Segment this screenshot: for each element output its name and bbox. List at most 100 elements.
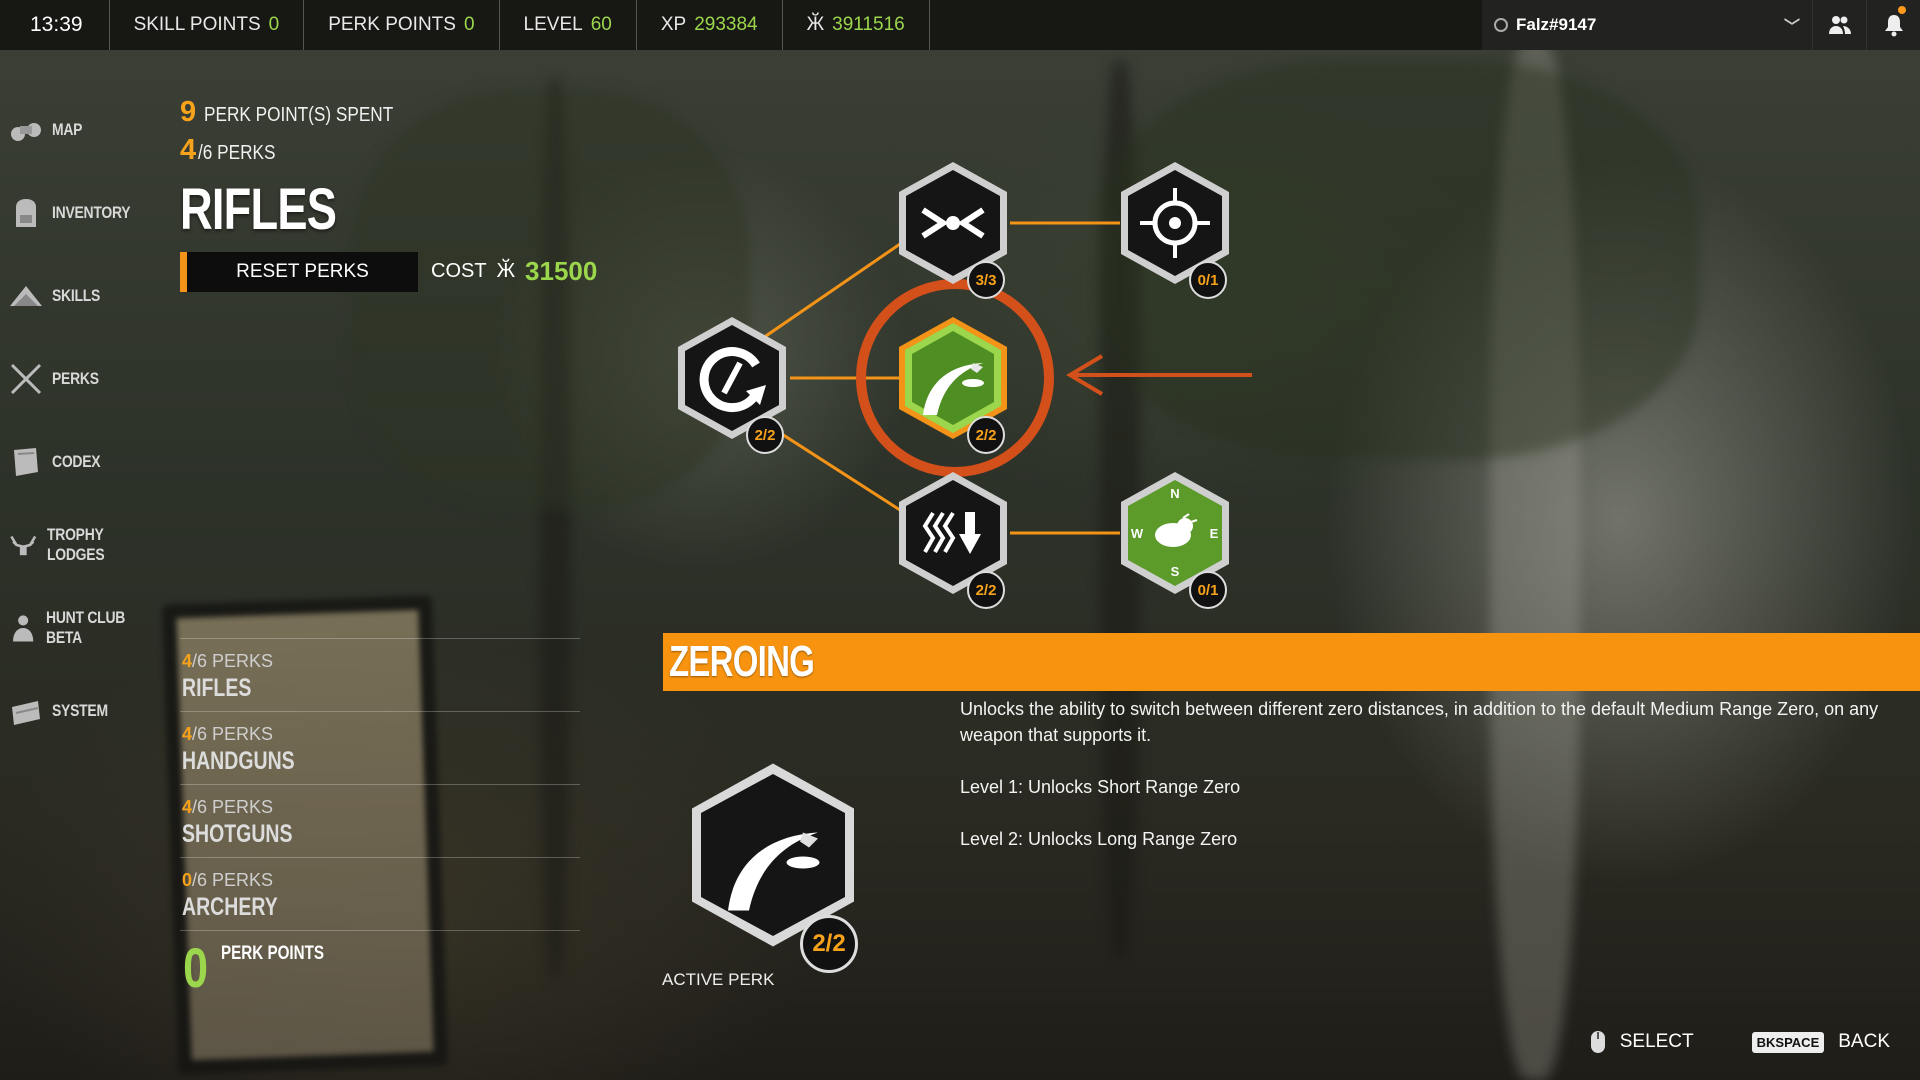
- category-perk-count: 0/6 PERKS: [182, 870, 274, 890]
- chevron-down-icon: ﹀: [1783, 19, 1800, 36]
- sidebar-item-codex[interactable]: CODEX: [8, 420, 168, 503]
- user-dropdown[interactable]: Falz#9147 ﹀: [1482, 0, 1812, 50]
- sidebar-item-skills[interactable]: SKILLS: [8, 254, 168, 337]
- available-perk-points: 0 PERK POINTS: [180, 930, 580, 996]
- weapon-category-list: 4/6 PERKS RIFLES 4/6 PERKS HANDGUNS 4/6 …: [180, 638, 580, 996]
- category-perk-count: 4/6 PERKS: [182, 724, 274, 744]
- perk-level-badge: 2/2: [967, 571, 1005, 609]
- points-spent-label: PERK POINT(S) SPENT: [204, 104, 394, 126]
- perk-points-stat: PERK POINTS 0: [304, 0, 500, 50]
- notifications-button[interactable]: [1866, 0, 1920, 50]
- backpack-icon: [16, 198, 36, 227]
- perk-description: Unlocks the ability to switch between di…: [960, 699, 1879, 745]
- level-value: 60: [590, 14, 612, 35]
- category-name: HANDGUNS: [182, 747, 295, 775]
- bullet-drop-icon: [899, 472, 1007, 594]
- zeroing-trajectory-icon: [692, 763, 854, 947]
- hunter-icon: [13, 614, 34, 641]
- sidebar-item-inventory[interactable]: INVENTORY: [8, 171, 168, 254]
- level-stat: LEVEL 60: [500, 0, 637, 50]
- online-status-icon: [1494, 18, 1508, 32]
- compass-south: S: [1171, 564, 1180, 579]
- reset-perks-button[interactable]: RESET PERKS: [180, 252, 418, 292]
- perk-level-2: Level 2: Unlocks Long Range Zero: [960, 829, 1238, 849]
- xp-value: 293384: [694, 14, 758, 35]
- friends-icon: [1828, 16, 1851, 34]
- category-name: SHOTGUNS: [182, 820, 293, 848]
- category-rifles[interactable]: 4/6 PERKS RIFLES: [180, 638, 580, 711]
- notification-dot: [1898, 6, 1906, 14]
- control-hints: SELECT BKSPACE BACK: [1590, 1030, 1890, 1054]
- currency-value: 3911516: [832, 14, 905, 35]
- crosshair-icon: [1121, 162, 1229, 284]
- backspace-key: BKSPACE: [1751, 1031, 1825, 1053]
- currency-icon: Ӂ: [496, 260, 516, 282]
- sidebar-label-perks: PERKS: [52, 368, 99, 388]
- sidebar-label-map: MAP: [52, 119, 83, 139]
- sidebar-item-map[interactable]: MAP: [8, 88, 168, 171]
- skill-points-value: 0: [268, 14, 280, 35]
- sidebar-item-hunt-club[interactable]: HUNT CLUB BETA: [8, 586, 168, 669]
- perk-node-crosshair[interactable]: 0/1: [1115, 158, 1235, 299]
- perk-detail-header: ZEROING: [663, 633, 1920, 691]
- available-perk-points-label: PERK POINTS: [221, 943, 325, 964]
- sidebar-item-trophy-lodges[interactable]: TROPHY LODGES: [8, 503, 168, 586]
- skill-points-stat: SKILL POINTS 0: [110, 0, 305, 50]
- perk-detail-description: Unlocks the ability to switch between di…: [960, 696, 1880, 878]
- friends-button[interactable]: [1812, 0, 1866, 50]
- sidebar-label-skills: SKILLS: [52, 285, 101, 305]
- sidebar-label-inventory: INVENTORY: [52, 202, 131, 222]
- sidebar-label-hunt-club: HUNT CLUB BETA: [46, 607, 126, 647]
- category-archery[interactable]: 0/6 PERKS ARCHERY: [180, 857, 580, 930]
- xp-stat: XP 293384: [637, 0, 783, 50]
- perk-node-bullet-drop[interactable]: 2/2: [893, 468, 1013, 609]
- sidebar-label-system: SYSTEM: [52, 700, 108, 720]
- compass-north: N: [1170, 486, 1179, 501]
- antlers-icon: [10, 535, 37, 555]
- active-perk-large-icon: 2/2: [683, 755, 863, 973]
- top-bar: 13:39 SKILL POINTS 0 PERK POINTS 0 LEVEL…: [0, 0, 1920, 50]
- select-hint[interactable]: SELECT: [1619, 1031, 1694, 1052]
- cost-value: 31500: [525, 256, 598, 286]
- compass-west: W: [1131, 526, 1144, 541]
- category-handguns[interactable]: 4/6 PERKS HANDGUNS: [180, 711, 580, 784]
- points-spent-summary: 9 PERK POINT(S) SPENT: [180, 96, 424, 129]
- category-name: ARCHERY: [182, 893, 278, 921]
- sidebar-label-trophy-lodges: TROPHY LODGES: [46, 524, 105, 564]
- back-hint[interactable]: BACK: [1838, 1031, 1890, 1052]
- category-shotguns[interactable]: 4/6 PERKS SHOTGUNS: [180, 784, 580, 857]
- compass-east: E: [1210, 526, 1219, 541]
- category-perk-count: 4/6 PERKS: [182, 651, 274, 671]
- perk-node-fast-reload[interactable]: 2/2: [672, 313, 792, 454]
- fast-reload-icon: [678, 317, 786, 439]
- weather-compass-icon: N S W E: [1121, 472, 1229, 594]
- perk-level-badge: 2/2: [967, 416, 1005, 454]
- perk-level-badge: 3/3: [967, 261, 1005, 299]
- currency-icon: Ӂ: [806, 14, 825, 35]
- perk-level-badge: 0/1: [1189, 571, 1227, 609]
- perks-owned-value: 4: [180, 134, 197, 166]
- perks-owned-summary: 4 /6 PERKS: [180, 134, 288, 167]
- currency-stat: Ӂ 3911516: [783, 0, 930, 50]
- perk-points-value: 0: [463, 14, 475, 35]
- perks-total-label: /6 PERKS: [198, 142, 276, 164]
- binoculars-icon: [11, 122, 41, 141]
- active-perk-level-badge: 2/2: [800, 915, 858, 973]
- sidebar-item-perks[interactable]: PERKS: [8, 337, 168, 420]
- clock: 13:39: [0, 0, 110, 50]
- book-icon: [14, 447, 38, 476]
- sidebar-nav: MAP INVENTORY SKILLS PERKS CODEX TROPHY …: [8, 88, 168, 752]
- username: Falz#9147: [1516, 15, 1597, 34]
- perk-points-label: PERK POINTS: [328, 14, 456, 35]
- perk-node-zeroing[interactable]: 2/2: [893, 313, 1013, 454]
- perk-node-weather-compass[interactable]: N S W E 0/1: [1115, 468, 1235, 609]
- perk-level-1: Level 1: Unlocks Short Range Zero: [960, 777, 1241, 797]
- reset-cost: COST Ӂ 31500: [431, 256, 597, 287]
- perk-node-focus[interactable]: 3/3: [893, 158, 1013, 299]
- cost-label: COST: [431, 260, 487, 282]
- sidebar-item-system[interactable]: SYSTEM: [8, 669, 168, 752]
- skill-points-label: SKILL POINTS: [133, 14, 261, 35]
- page-title: RIFLES: [180, 177, 337, 242]
- xp-label: XP: [660, 14, 687, 35]
- perk-level-badge: 0/1: [1189, 261, 1227, 299]
